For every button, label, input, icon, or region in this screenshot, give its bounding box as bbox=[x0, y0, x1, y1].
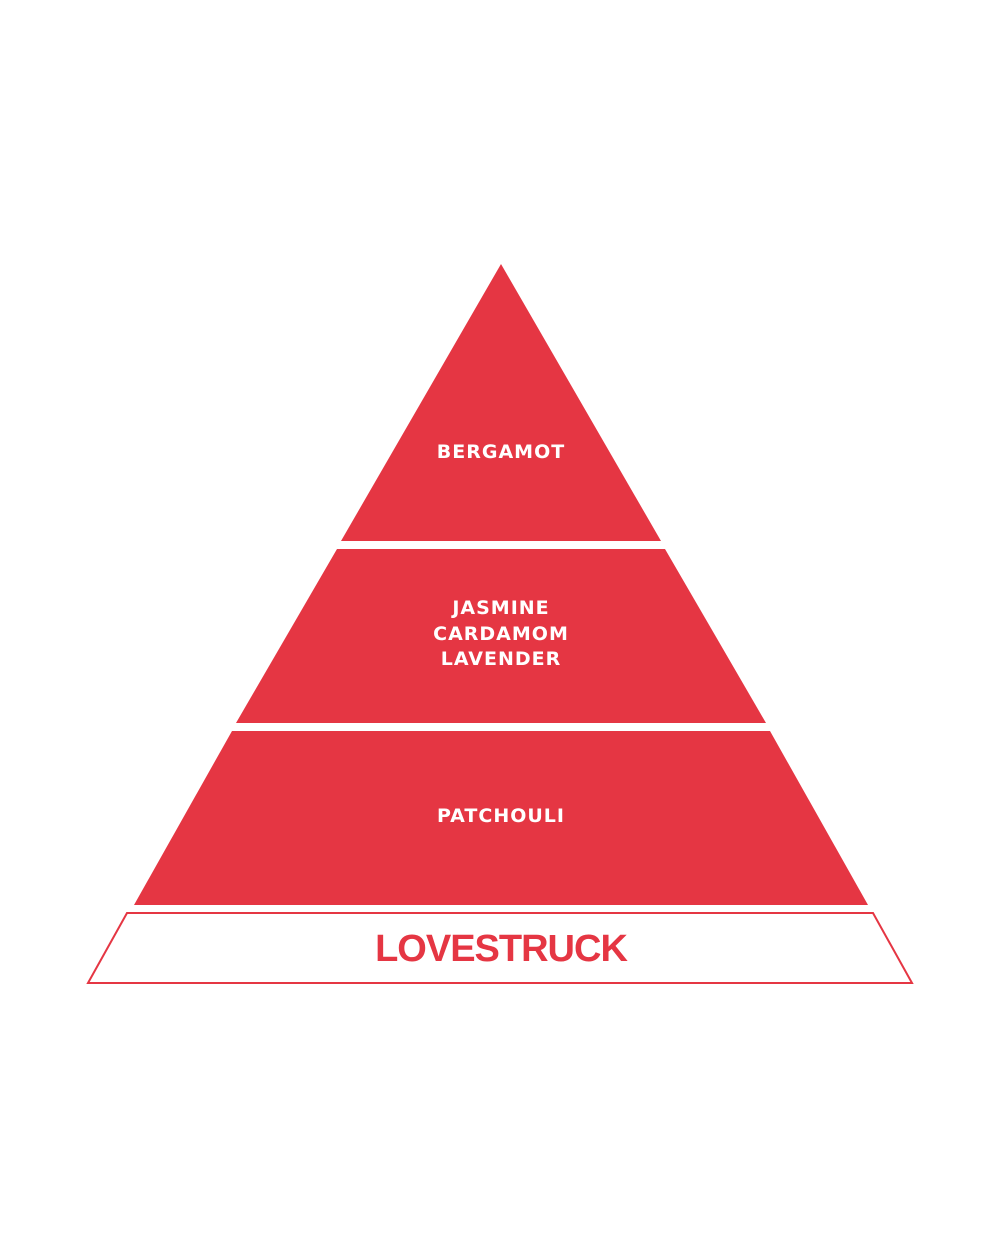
brand-name: LOVESTRUCK bbox=[375, 928, 628, 970]
pyramid-top-tier bbox=[341, 264, 661, 541]
pyramid-middle-tier bbox=[236, 549, 766, 723]
middle-note-2: CARDAMOM bbox=[433, 623, 569, 645]
pyramid-base-tier bbox=[134, 731, 868, 905]
base-note-1: PATCHOULI bbox=[437, 805, 565, 827]
top-note-1: BERGAMOT bbox=[437, 441, 565, 463]
brand-band bbox=[86, 912, 914, 984]
middle-note-3: LAVENDER bbox=[441, 648, 562, 670]
middle-note-1: JASMINE bbox=[450, 597, 549, 619]
